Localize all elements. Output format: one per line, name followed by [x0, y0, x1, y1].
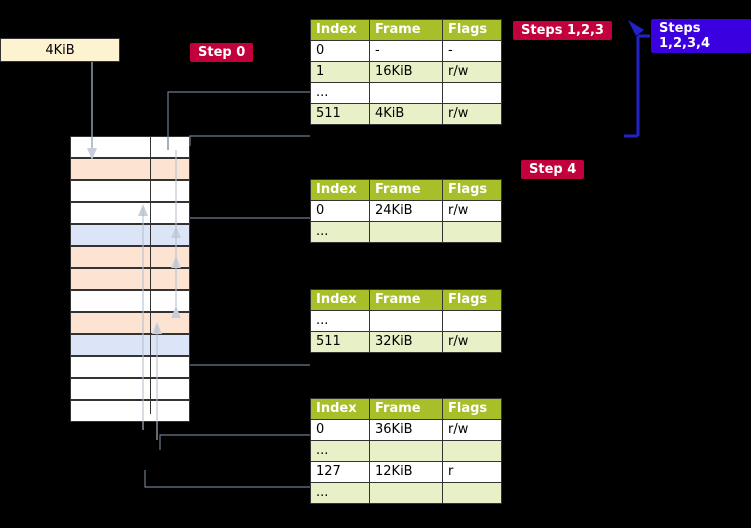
table-cell: 32KiB	[369, 331, 443, 353]
table-header-flags: Flags	[442, 19, 502, 41]
table-cell: r/w	[442, 103, 502, 125]
table-row: ...	[310, 221, 502, 243]
table-cell: -	[442, 40, 502, 62]
table-cell: r/w	[442, 61, 502, 83]
table-cell	[442, 482, 502, 504]
memory-frame-row	[70, 378, 190, 400]
memory-frame-row	[70, 180, 190, 202]
table-cell: r	[442, 461, 502, 483]
table-header-index: Index	[310, 19, 370, 41]
table-row: ...	[310, 82, 502, 104]
label-step-0: Step 0	[190, 43, 254, 62]
table-cell: 36KiB	[369, 419, 443, 441]
table-cell: r/w	[442, 331, 502, 353]
table-header-frame: Frame	[369, 179, 443, 201]
table-cell: r/w	[442, 200, 502, 222]
table-header-flags: Flags	[442, 179, 502, 201]
table-header-frame: Frame	[369, 289, 443, 311]
table-row: ...	[310, 310, 502, 332]
label-steps-1234: Steps 1,2,3,4	[651, 19, 751, 53]
memory-frame-row	[70, 356, 190, 378]
physical-memory-column	[70, 136, 190, 422]
table-cell: 12KiB	[369, 461, 443, 483]
table-header-index: Index	[310, 179, 370, 201]
table-cell: 511	[310, 331, 370, 353]
table-cell: 0	[310, 419, 370, 441]
table-cell	[442, 82, 502, 104]
memory-frame-row	[70, 158, 190, 180]
table-cell	[369, 221, 443, 243]
table-cell: 0	[310, 200, 370, 222]
arrow-head-blue	[628, 20, 644, 36]
table-cell: ...	[310, 221, 370, 243]
table-cell: ...	[310, 82, 370, 104]
table-cell	[442, 221, 502, 243]
table-cell	[369, 82, 443, 104]
table-cell	[369, 482, 443, 504]
label-step-4: Step 4	[521, 160, 585, 179]
table-header-flags: Flags	[442, 398, 502, 420]
table-cell	[369, 310, 443, 332]
memory-frame-row	[70, 268, 190, 290]
table-cell: 1	[310, 61, 370, 83]
table-header-index: Index	[310, 398, 370, 420]
table-header-frame: Frame	[369, 19, 443, 41]
table-header-flags: Flags	[442, 289, 502, 311]
table-cell: ...	[310, 482, 370, 504]
table-cell: -	[369, 40, 443, 62]
table-row: ...	[310, 482, 502, 504]
table-cell: ...	[310, 310, 370, 332]
memory-frame-row	[70, 224, 190, 246]
table-cell: 16KiB	[369, 61, 443, 83]
table-cell: 4KiB	[369, 103, 443, 125]
table-cell: 127	[310, 461, 370, 483]
table-cell	[369, 440, 443, 462]
memory-frame-row	[70, 334, 190, 356]
table-cell: 0	[310, 40, 370, 62]
table-cell: ...	[310, 440, 370, 462]
table-cell	[442, 440, 502, 462]
memory-frame-row	[70, 136, 190, 158]
memory-frame-row	[70, 246, 190, 268]
table-row: 0--	[310, 40, 502, 62]
table-cell: 24KiB	[369, 200, 443, 222]
label-steps-123: Steps 1,2,3	[513, 21, 612, 40]
memory-block-4kib: 4KiB	[0, 38, 120, 62]
table-header-frame: Frame	[369, 398, 443, 420]
table-cell	[442, 310, 502, 332]
table-cell: r/w	[442, 419, 502, 441]
table-row: ...	[310, 440, 502, 462]
table-header-index: Index	[310, 289, 370, 311]
memory-frame-row	[70, 202, 190, 224]
table-cell: 511	[310, 103, 370, 125]
memory-frame-row	[70, 290, 190, 312]
memory-frame-row	[70, 400, 190, 422]
memory-column-divider	[150, 136, 151, 414]
memory-frame-row	[70, 312, 190, 334]
